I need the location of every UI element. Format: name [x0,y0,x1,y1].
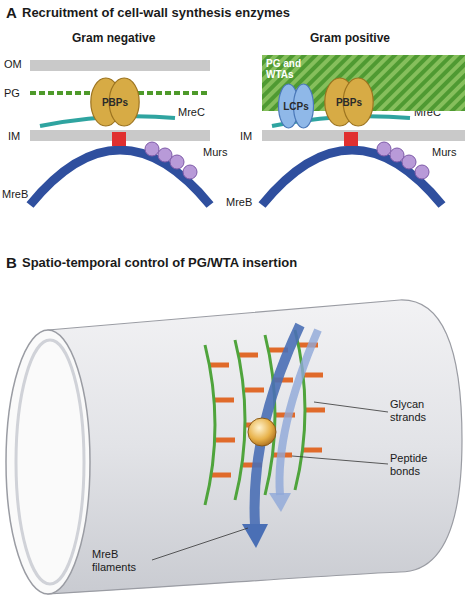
protein-label: MreB [226,196,266,209]
panel-title: Recruitment of cell-wall synthesis enzym… [22,6,342,21]
callout-label: MreB filaments [92,548,154,573]
callout-label: Peptide bonds [390,452,460,477]
mreb-arc [30,150,210,205]
mreb-filaments [242,325,318,548]
layer-label: IM [240,130,262,143]
leader-lines [152,402,388,560]
membrane-protein [112,132,126,146]
mreb-arc [262,150,442,205]
protein-label: Murs [203,146,243,159]
layer-label: OM [4,58,30,71]
enzyme-label: PBPs [88,97,142,108]
column-heading: Gram negative [72,32,192,46]
membrane-protein [344,132,358,146]
enzyme-label: LCPs [274,101,318,112]
enzyme-label: PBPs [322,97,376,108]
inner-membrane [262,130,465,141]
cell-cylinder [48,300,462,594]
outer-membrane [30,60,210,71]
protein-label: MreB [2,188,42,201]
murs-chain [145,142,197,179]
cylinder-rim [16,340,84,584]
enzyme-node: PBPs [88,76,142,128]
band-label: PG and WTAs [266,58,312,80]
enzyme-node: LCPs [274,82,318,130]
protein-label: MreC [178,106,228,119]
enzyme-node: PBPs [322,76,376,128]
layer-label: PG [4,87,30,100]
layer-label: IM [8,130,30,143]
protein-label: Murs [432,146,468,159]
callout-label: Glycan strands [390,398,460,423]
synthesis-complex [248,418,276,446]
murs-chain [377,142,429,179]
cylinder-opening [6,330,90,594]
panel-title: Spatio-temporal control of PG/WTA insert… [22,256,362,271]
column-heading: Gram positive [310,32,430,46]
